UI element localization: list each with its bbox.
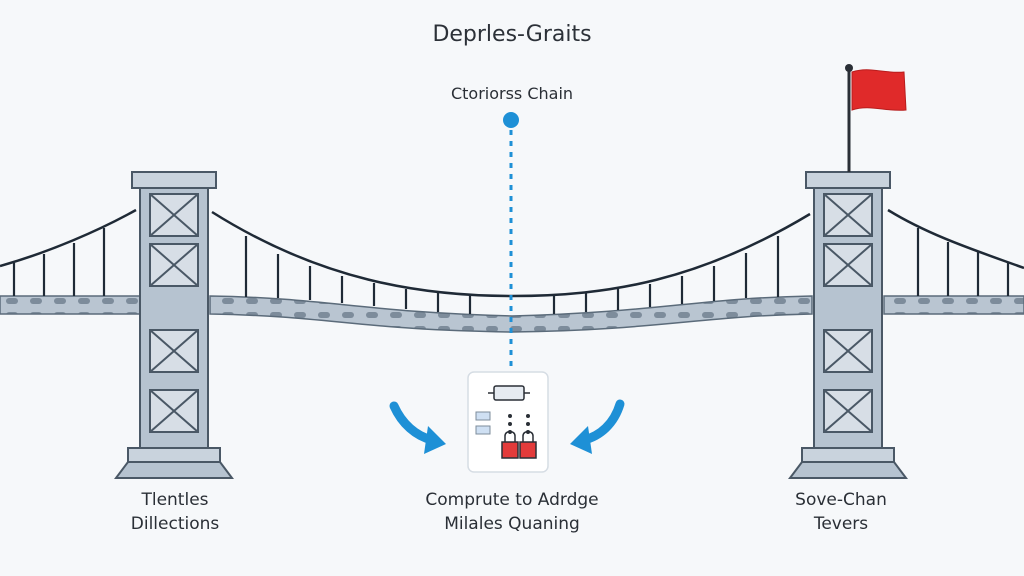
bridge-deck (0, 295, 1024, 333)
right-caption-line1: Sove-Chan (795, 490, 887, 510)
left-arrow-icon (389, 401, 446, 454)
chain-label: Ctoriorss Chain (450, 84, 574, 103)
hangers (12, 228, 1010, 314)
right-arrow-icon (570, 399, 625, 454)
diagram-title: Deprles-Graits (432, 22, 592, 47)
left-caption-line2: Dillections (130, 514, 220, 534)
device-card-icon (467, 371, 549, 473)
right-caption-line2: Tevers (813, 514, 869, 534)
chain-connector (503, 112, 519, 372)
center-caption: Comprute to Adrdge Milales Quaning (380, 488, 644, 536)
right-tower-caption: Sove-Chan Tevers (766, 488, 916, 536)
left-tower (114, 171, 234, 479)
left-caption-line1: Tlentles (141, 490, 209, 510)
center-caption-line2: Milales Quaning (444, 514, 580, 534)
center-caption-line1: Comprute to Adrdge (425, 490, 599, 510)
right-tower (788, 171, 908, 479)
red-flag-icon (845, 64, 907, 172)
left-tower-caption: Tlentles Dillections (100, 488, 250, 536)
